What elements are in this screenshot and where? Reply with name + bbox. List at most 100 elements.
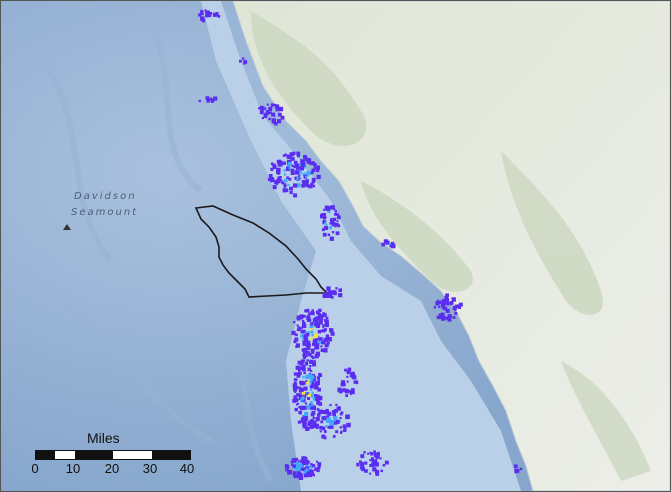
- density-cell: [317, 388, 321, 392]
- density-cell: [297, 360, 302, 365]
- density-cell: [340, 431, 343, 434]
- density-cell: [346, 380, 349, 383]
- density-cell: [295, 378, 298, 381]
- scale-segment: [36, 451, 56, 459]
- density-cell: [445, 308, 450, 313]
- density-cell: [210, 99, 215, 103]
- density-cell: [324, 318, 327, 322]
- density-cell: [294, 170, 300, 175]
- density-cell: [297, 326, 300, 329]
- density-cell: [302, 173, 306, 177]
- density-cell: [327, 337, 331, 341]
- density-cell: [284, 153, 287, 156]
- density-cell: [306, 340, 311, 345]
- density-cell: [295, 345, 299, 348]
- density-cell: [294, 337, 299, 342]
- density-cell: [454, 304, 459, 308]
- seamount-label-line1: Davidson: [74, 191, 137, 202]
- density-cell: [323, 337, 328, 343]
- scale-bar-track: [35, 450, 191, 460]
- density-cell: [295, 457, 299, 461]
- density-cell: [327, 233, 331, 236]
- density-cell: [291, 463, 294, 466]
- density-cell: [447, 318, 451, 322]
- density-cell: [258, 107, 261, 110]
- density-cell: [322, 328, 326, 333]
- density-cell: [375, 459, 378, 462]
- density-cell: [458, 302, 463, 307]
- density-cell: [312, 161, 315, 164]
- density-cell: [298, 174, 301, 177]
- boundary-polygon[interactable]: [194, 205, 329, 298]
- density-cell: [339, 426, 342, 429]
- density-cell: [316, 351, 320, 356]
- density-cell: [327, 425, 331, 429]
- density-cell: [268, 107, 272, 111]
- density-cell: [289, 157, 293, 160]
- density-cell: [344, 388, 348, 393]
- density-cell: [272, 163, 276, 168]
- density-cell: [311, 180, 315, 184]
- density-cell: [293, 193, 298, 198]
- density-cell: [303, 473, 308, 478]
- density-cell: [282, 188, 287, 193]
- density-cell: [264, 107, 267, 110]
- density-cell: [286, 166, 291, 171]
- density-cell: [299, 463, 303, 467]
- density-cell: [329, 236, 334, 241]
- density-cell: [296, 324, 299, 327]
- density-cell: [441, 307, 444, 310]
- density-cell: [301, 391, 306, 395]
- density-cell: [307, 460, 310, 464]
- density-cell: [445, 293, 449, 298]
- density-cell: [327, 411, 332, 416]
- density-cell: [278, 106, 284, 112]
- density-cell: [441, 302, 446, 307]
- density-cell: [312, 375, 316, 379]
- density-cell: [294, 407, 298, 412]
- density-cell: [323, 348, 328, 353]
- density-cell: [304, 338, 309, 342]
- density-cell: [347, 367, 352, 372]
- density-cell: [332, 290, 336, 293]
- density-cell: [279, 160, 283, 164]
- density-cell: [324, 343, 329, 348]
- density-cell: [371, 457, 374, 460]
- density-cell: [372, 467, 377, 472]
- density-cell: [302, 321, 306, 326]
- density-cell: [323, 226, 328, 230]
- density-cell: [330, 218, 335, 223]
- seamount-label-line2: Seamount: [71, 207, 139, 218]
- density-cell: [286, 154, 290, 158]
- density-cell: [296, 177, 300, 181]
- density-cell: [311, 177, 316, 182]
- density-cell: [346, 422, 351, 428]
- density-cell: [269, 111, 272, 115]
- density-cell: [276, 182, 279, 185]
- density-cell: [283, 183, 287, 186]
- density-cell: [283, 184, 287, 188]
- density-cell: [317, 313, 321, 317]
- density-cell: [312, 416, 315, 420]
- density-cell: [321, 426, 326, 431]
- density-cell: [322, 324, 325, 327]
- density-cell: [311, 391, 314, 394]
- density-cell: [213, 96, 218, 101]
- density-cell: [322, 219, 326, 223]
- density-cell: [305, 333, 310, 337]
- density-cell: [302, 367, 306, 372]
- density-cell: [282, 161, 287, 165]
- density-cell: [326, 286, 331, 291]
- density-cell: [306, 350, 310, 354]
- density-cell: [315, 426, 319, 429]
- density-cell: [433, 306, 437, 309]
- density-cell: [452, 316, 456, 319]
- density-heatmap: [198, 9, 523, 480]
- scale-tick: 10: [65, 461, 81, 476]
- land-relief: [251, 11, 651, 481]
- density-cell: [302, 341, 307, 346]
- density-cell: [309, 337, 313, 341]
- density-cell: [312, 184, 315, 188]
